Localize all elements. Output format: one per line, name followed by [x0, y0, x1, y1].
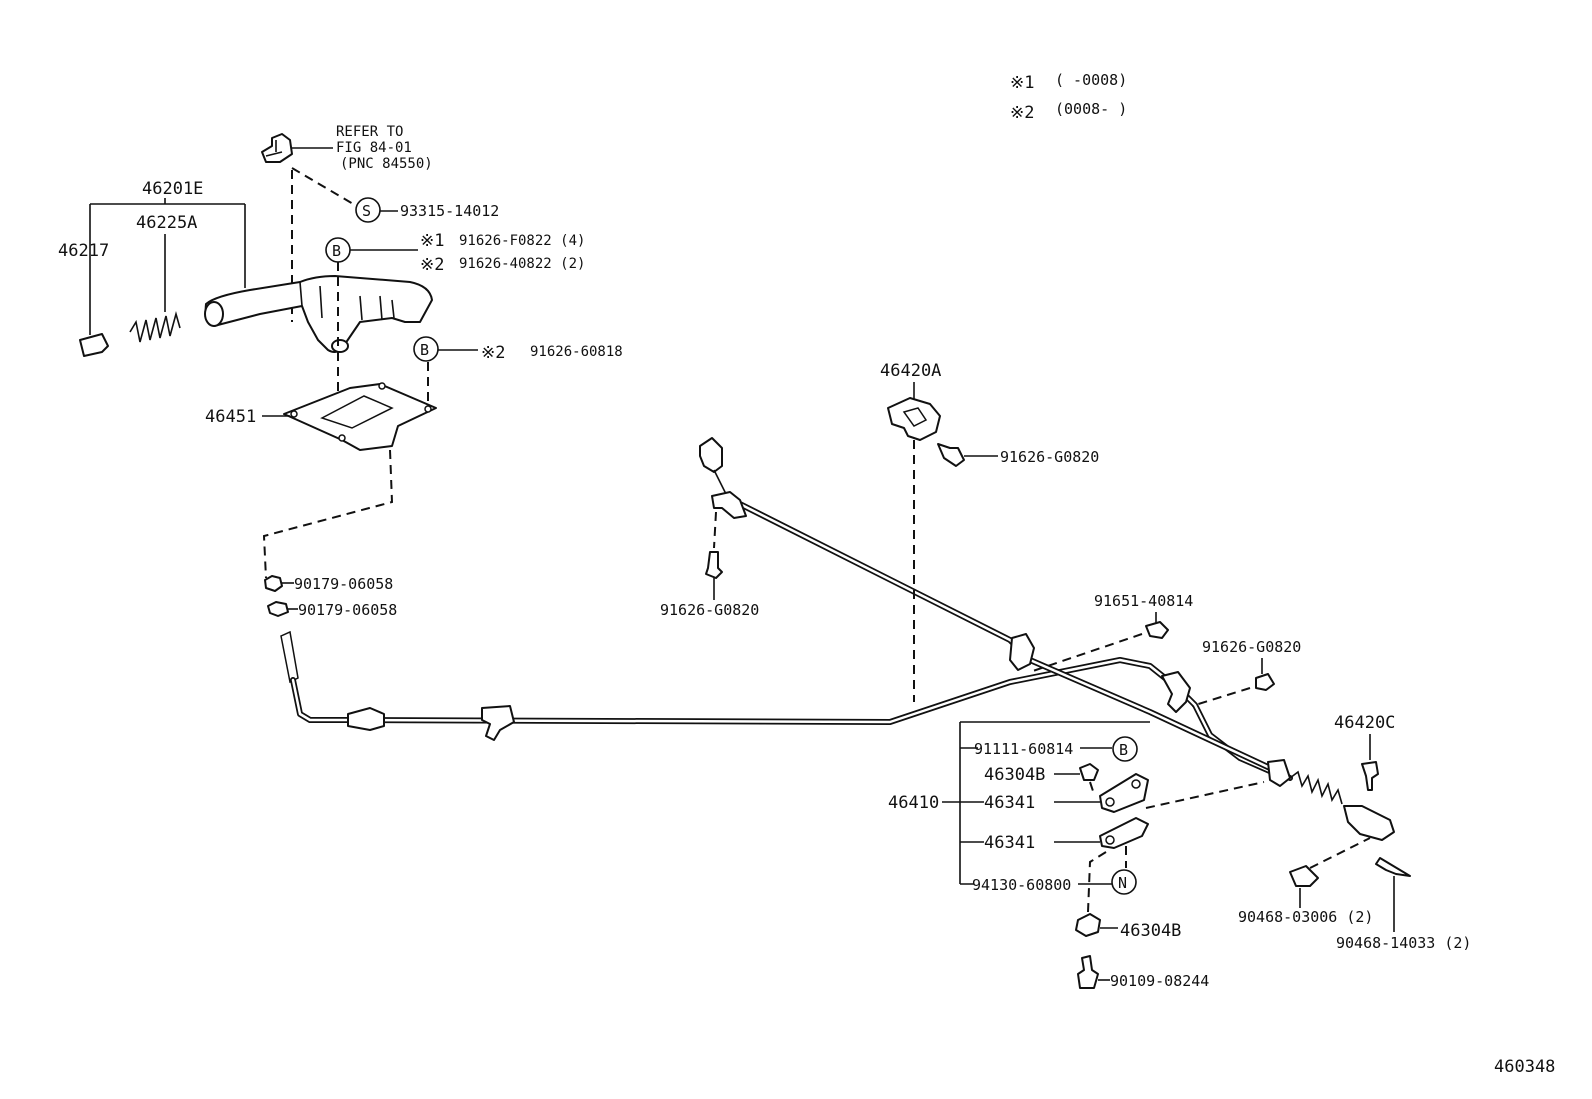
b-mark-letter-3: B [1119, 741, 1128, 759]
circle-s-mark [355, 197, 381, 223]
bolt-91626-g0820-right: 91626-G0820 [1202, 638, 1301, 691]
label-91651-40814: 91651-40814 [1094, 592, 1193, 610]
callout-46451: 46451 [205, 407, 290, 427]
parking-brake-lever-part [204, 275, 433, 353]
note-2-range: (0008- ) [1055, 100, 1127, 118]
label-90179-06058-upper: 90179-06058 [294, 575, 393, 593]
release-knob-part [79, 333, 109, 357]
refer-line-3: (PNC 84550) [340, 156, 433, 172]
note-2-mark: ※2 [1010, 103, 1034, 123]
label-46225a: 46225A [136, 213, 197, 233]
bracket-46420a: 46420A [880, 361, 941, 441]
sym2-mark-2: ※2 [481, 343, 505, 363]
label-46451: 46451 [205, 407, 256, 427]
b-mark-letter-1: B [332, 242, 341, 260]
label-46201e: 46201E [142, 179, 203, 199]
label-91626-40822: 91626-40822 (2) [459, 256, 585, 272]
clip-90468-03006: 90468-03006 (2) [1238, 865, 1373, 926]
note-1-mark: ※1 [1010, 73, 1034, 93]
label-94130-60800: 94130-60800 [972, 876, 1071, 894]
label-46304b-lower: 46304B [1120, 921, 1181, 941]
nut-46304b-lower: 46304B [1075, 913, 1181, 941]
bolt-91626-g0820-top: 91626-G0820 [937, 443, 1099, 467]
label-91111-60814: 91111-60814 [974, 740, 1073, 758]
applicability-notes: ※1 ( -0008) ※2 (0008- ) [1010, 71, 1127, 123]
label-46304b-upper: 46304B [984, 765, 1045, 785]
label-90109-08244: 90109-08244 [1110, 972, 1209, 990]
label-46341-upper: 46341 [984, 793, 1035, 813]
lever-bracket-46451-part [283, 382, 437, 451]
refer-line-2: FIG 84-01 [336, 140, 412, 156]
dashline-right-bolt-to-cable [1191, 687, 1251, 707]
rear-cable-part [699, 437, 1395, 841]
b-mark-letter-2: B [420, 341, 429, 359]
refer-to-note: REFER TO FIG 84-01 (PNC 84550) [292, 124, 433, 172]
label-90468-14033: 90468-14033 (2) [1336, 934, 1471, 952]
switch-bracket-part [261, 133, 293, 163]
label-91626-f0822: 91626-F0822 (4) [459, 233, 585, 249]
spring-part [129, 311, 181, 343]
sym1-mark: ※1 [420, 231, 444, 251]
nut-90179-upper: 90179-06058 [264, 575, 393, 593]
label-91626-60818: 91626-60818 [530, 344, 623, 360]
bolt-91651-40814: 91651-40814 [1094, 592, 1193, 639]
dashline-plate-to-cable [1145, 781, 1265, 809]
label-46420c: 46420C [1334, 713, 1395, 733]
equalizer-group-46410: 46410 91111-60814 B 46304B 46341 46341 9… [888, 721, 1150, 913]
label-91626-g0820-left: 91626-G0820 [660, 601, 759, 619]
s-mark-letter: S [362, 202, 371, 220]
circle-b-mark-2 [413, 336, 439, 362]
dashline-switch-to-s [291, 167, 361, 209]
label-91626-g0820-top: 91626-G0820 [1000, 448, 1099, 466]
refer-line-1: REFER TO [336, 124, 403, 140]
clip-90468-14033: 90468-14033 (2) [1336, 857, 1471, 952]
circle-b-mark-3 [1112, 736, 1138, 762]
front-cable-part [280, 630, 1275, 775]
dashline-clip-to-cable [1309, 837, 1371, 869]
dashline-bracket-to-bolt [713, 511, 717, 549]
note-1-range: ( -0008) [1055, 71, 1127, 89]
label-91626-g0820-right: 91626-G0820 [1202, 638, 1301, 656]
callout-91626-f0822: B ※1 91626-F0822 (4) ※2 91626-40822 (2) [325, 231, 585, 275]
label-46420a: 46420A [880, 361, 941, 381]
bolt-46420c: 46420C [1334, 713, 1395, 791]
nut-90179-lower: 90179-06058 [267, 601, 397, 619]
dashline-bracket-to-nuts [262, 449, 394, 579]
circle-n-mark [1111, 869, 1137, 895]
label-46217: 46217 [58, 241, 109, 261]
label-90468-03006: 90468-03006 (2) [1238, 908, 1373, 926]
label-46341-lower: 46341 [984, 833, 1035, 853]
callout-91626-60818: B ※2 91626-60818 [413, 336, 623, 363]
callout-93315: S 93315-14012 [355, 197, 499, 223]
sym2-mark-1: ※2 [420, 255, 444, 275]
label-46410: 46410 [888, 793, 939, 813]
lever-assembly-bracket: 46201E 46225A 46217 [58, 179, 246, 335]
bolt-90109-08244: 90109-08244 [1077, 955, 1209, 990]
n-mark-letter: N [1118, 874, 1127, 892]
dashline-91651-to-cable [1029, 633, 1143, 673]
label-90179-06058-lower: 90179-06058 [298, 601, 397, 619]
label-93315-14012: 93315-14012 [400, 202, 499, 220]
bolt-91626-g0820-left: 91626-G0820 [660, 551, 759, 619]
diagram-number: 460348 [1494, 1057, 1555, 1077]
